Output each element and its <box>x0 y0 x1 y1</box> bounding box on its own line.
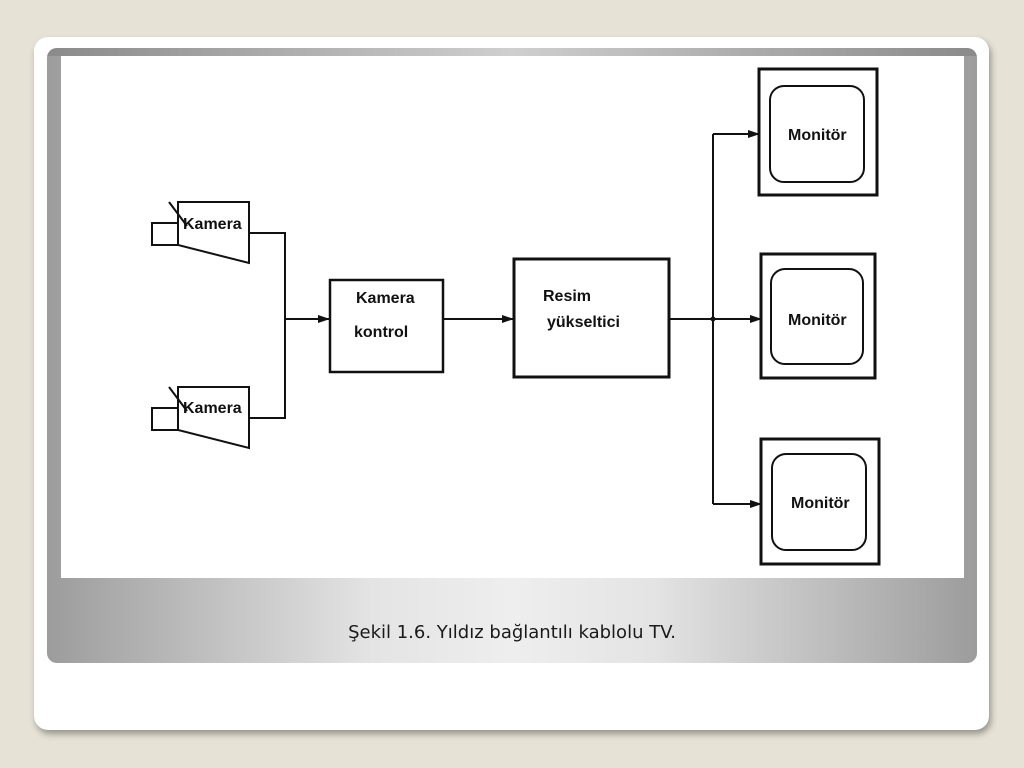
diagram-canvas: Kamera Kamera Kamera kontrol <box>61 56 964 578</box>
camera-control-label-1: Kamera <box>356 290 415 307</box>
monitor-3-label: Monitör <box>791 495 850 512</box>
monitor-3: Monitör <box>759 437 881 566</box>
camera-connections <box>249 232 330 419</box>
camera-control-label-2: kontrol <box>354 324 408 341</box>
camera-2: Kamera <box>151 386 250 450</box>
figure-caption: Şekil 1.6. Yıldız bağlantılı kablolu TV. <box>348 622 676 643</box>
amplifier-label-1: Resim <box>543 288 591 305</box>
amplifier-label-2: yükseltici <box>547 314 620 331</box>
camera-1: Kamera <box>151 201 250 265</box>
frame-top-bar <box>47 48 977 56</box>
monitor-2-label: Monitör <box>788 312 847 329</box>
monitor-1-label: Monitör <box>788 127 847 144</box>
junction-dot <box>710 316 716 322</box>
figure-frame: Kamera Kamera Kamera kontrol <box>47 48 977 663</box>
monitor-2: Monitör <box>759 252 877 380</box>
picture-amplifier-box: Resim yükseltici <box>512 257 671 379</box>
monitor-1: Monitör <box>757 67 879 197</box>
camera-control-box: Kamera kontrol <box>328 278 445 374</box>
block-diagram: Kamera Kamera Kamera kontrol <box>151 67 881 566</box>
camera-2-label: Kamera <box>183 400 242 417</box>
camera-1-label: Kamera <box>183 216 242 233</box>
